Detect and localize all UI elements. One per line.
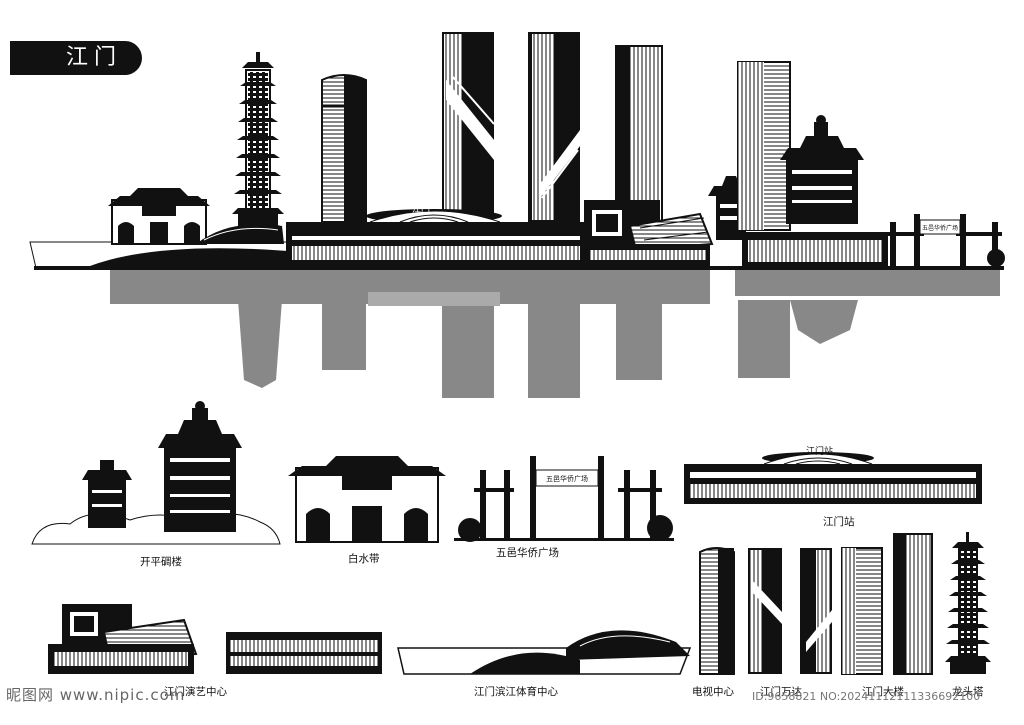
skyline-reflection bbox=[110, 268, 1000, 398]
skyline-tv-building bbox=[321, 74, 367, 223]
skyline-twin-towers bbox=[442, 32, 580, 222]
skyline-kaiping-towers bbox=[708, 61, 888, 268]
label-stadium: 江门滨江体育中心 bbox=[474, 686, 558, 698]
city-title-tag: 江门 bbox=[10, 41, 142, 75]
landmark-yiyi2-art bbox=[226, 632, 382, 674]
label-tv: 电视中心 bbox=[692, 686, 734, 698]
skyline-plaza-gate: 五邑华侨广场 bbox=[884, 214, 1005, 268]
skyline-plaza-sign: 五邑华侨广场 bbox=[922, 224, 958, 232]
watermark-id: ID:9658821 NO:20241112111336692100 bbox=[752, 690, 981, 703]
station-sign: 江门站 bbox=[806, 445, 833, 457]
watermark-site: 昵图网 www.nipic.com bbox=[6, 686, 186, 704]
landmark-pagoda-art bbox=[945, 532, 991, 674]
landmark-kaiping-art bbox=[31, 401, 281, 545]
skyline-arts-center bbox=[584, 200, 714, 266]
skyline-tall-tower bbox=[615, 45, 663, 223]
label-station: 江门站 bbox=[823, 516, 855, 528]
landmark-station-art: 江门站 bbox=[684, 445, 982, 504]
landmark-towers-art bbox=[699, 533, 933, 675]
label-kaiping: 开平碉楼 bbox=[140, 556, 182, 568]
main-skyline: 江门 bbox=[29, 32, 1005, 398]
label-baishui: 白水带 bbox=[348, 553, 380, 565]
label-yiyi: 江门演艺中心 bbox=[164, 686, 227, 698]
skyline-station: 江门 bbox=[286, 203, 586, 266]
landmark-yiyi-art bbox=[48, 604, 198, 674]
wuyi-sign: 五邑华侨广场 bbox=[546, 474, 588, 483]
landmark-stadium-art bbox=[397, 630, 692, 675]
label-tower: 江门大楼 bbox=[862, 686, 904, 698]
skyline-baishui-gate bbox=[108, 188, 210, 245]
landmark-wuyi-art: 五邑华侨广场 bbox=[454, 456, 674, 542]
skyline-station-sign: 江门 bbox=[412, 203, 430, 215]
city-title: 江门 bbox=[66, 45, 123, 70]
landmark-baishui-art bbox=[288, 456, 446, 543]
label-wuyi: 五邑华侨广场 bbox=[496, 547, 559, 559]
skyline-pagoda bbox=[232, 52, 284, 226]
label-wanda: 江门万达 bbox=[760, 686, 802, 698]
label-pagoda: 龙头塔 bbox=[952, 686, 984, 698]
